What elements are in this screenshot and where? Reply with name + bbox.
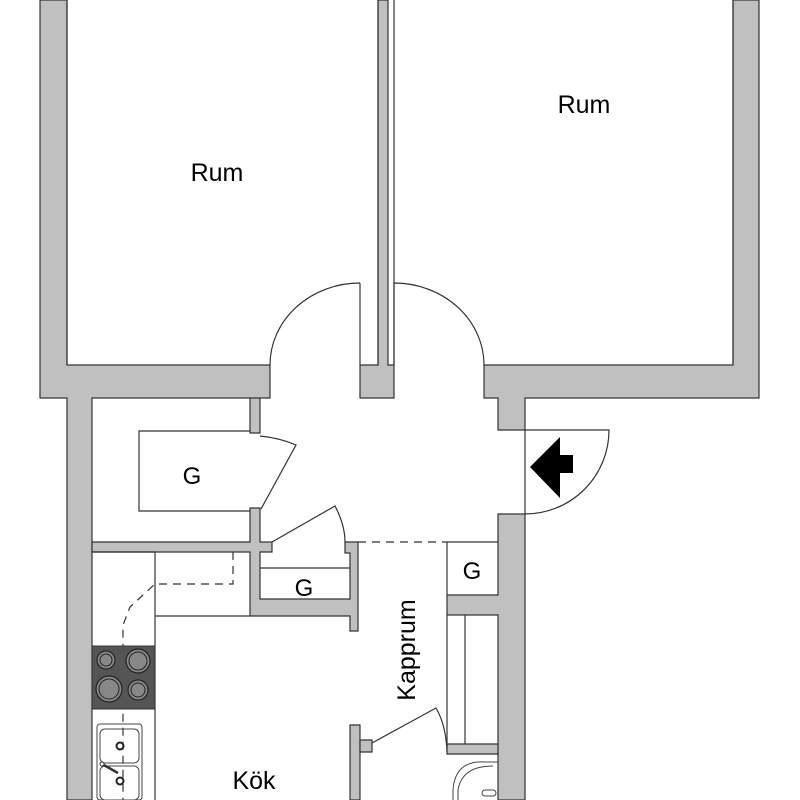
room-left-outline <box>66 0 379 365</box>
closet-3-label: G <box>463 558 482 585</box>
wall-right-outer <box>483 0 760 431</box>
closet-1-door[interactable] <box>259 435 297 510</box>
stove-icon <box>91 645 156 710</box>
door-bathroom[interactable] <box>371 707 448 753</box>
hallway-label: Kapprum <box>393 599 421 700</box>
closet-1-outline <box>138 430 250 512</box>
entrance-arrow-icon <box>530 437 573 498</box>
wall-right-lower <box>446 513 526 800</box>
sink-icon <box>96 723 143 800</box>
room-left-label: Rum <box>191 159 244 187</box>
room-right-outline <box>393 0 734 365</box>
wall-bathroom-top <box>446 743 499 755</box>
wall-kitchen-right-nib <box>359 739 373 753</box>
wardrobe-outline <box>446 615 466 744</box>
door-right-room[interactable] <box>393 282 485 366</box>
door-left-room[interactable] <box>269 282 361 366</box>
wall-center-divider <box>359 0 395 399</box>
entrance-door[interactable] <box>524 429 610 515</box>
wall-closet-divider <box>91 507 359 632</box>
wall-left-outer <box>39 0 271 800</box>
closet-2-door[interactable] <box>271 505 346 543</box>
closet-1-label: G <box>183 463 202 490</box>
room-right-label: Rum <box>558 91 611 119</box>
kitchen-label: Kök <box>232 767 276 795</box>
closet-2-label: G <box>295 575 314 602</box>
closet-3-outline <box>446 541 498 595</box>
washbasin-icon <box>452 761 498 800</box>
wall-kitchen-right <box>349 724 361 800</box>
kitchen-upper-cabinet <box>122 552 234 800</box>
